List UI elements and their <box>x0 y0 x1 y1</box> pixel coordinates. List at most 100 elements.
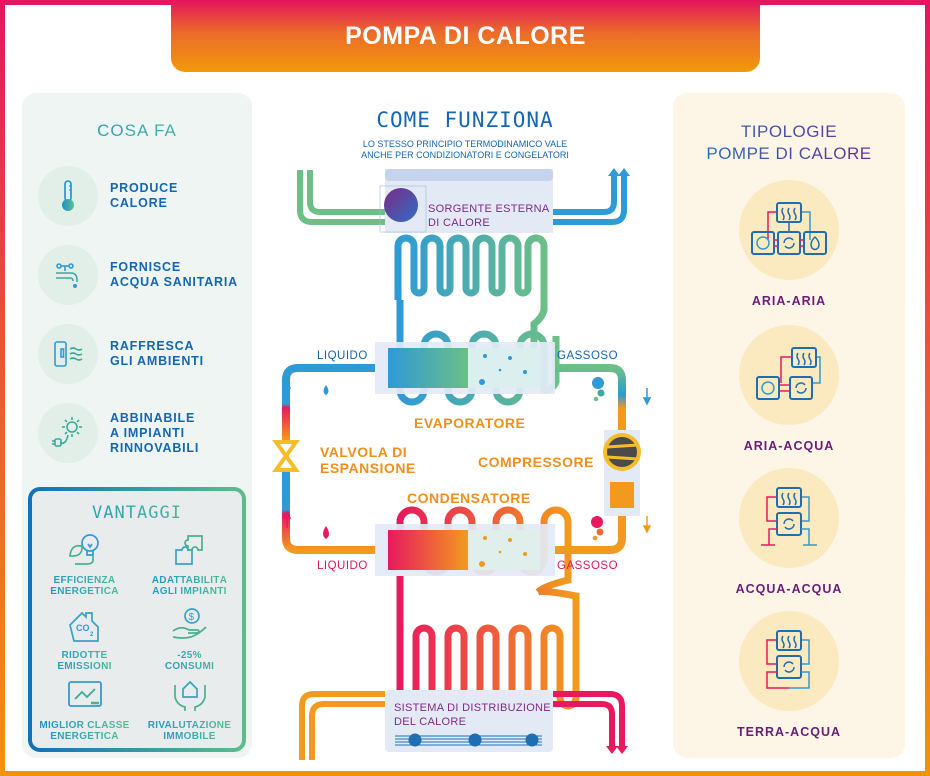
aria-aria-icon <box>739 180 839 280</box>
vantaggio-label: MIGLIOR CLASSE <box>39 720 130 731</box>
label-line: SISTEMA DI DISTRIBUZIONE <box>394 702 551 714</box>
coin-hand-icon: $ <box>137 604 242 646</box>
label-line: VALVOLA DI <box>320 444 408 460</box>
flow-arrow-down-icon <box>642 516 652 534</box>
gassoso-top-label: GASSOSO <box>557 350 619 362</box>
cosa-fa-title: COSA FA <box>22 121 252 141</box>
subtitle-line: LO STESSO PRINCIPIO TERMODINAMICO VALE <box>362 139 568 149</box>
feature-label: GLI AMBIENTI <box>110 354 204 368</box>
vantaggio-label: ENERGETICA <box>50 731 119 742</box>
air-cooling-icon <box>38 324 98 384</box>
feature-label: FORNISCE <box>110 260 181 274</box>
svg-text:$: $ <box>188 612 194 623</box>
type-name: ARIA-ARIA <box>751 294 827 308</box>
expansion-valve-icon <box>272 440 300 472</box>
title-line: TIPOLOGIE <box>740 122 838 141</box>
valvola-espansione-label: VALVOLA DI ESPANSIONE <box>320 444 416 476</box>
vantaggio-label: CONSUMI <box>164 661 215 672</box>
vantaggio-label: ADATTABILITÀ <box>151 575 228 586</box>
vantaggio-label: RIVALUTAZIONE <box>147 720 232 731</box>
vantaggio-label: AGLI IMPIANTI <box>152 586 227 597</box>
compressore-label: COMPRESSORE <box>478 454 594 470</box>
distribution-inlet-pipe <box>299 691 385 760</box>
distribution-label: SISTEMA DI DISTRIBUZIONE DEL CALORE <box>394 701 551 729</box>
heat-source-globe-icon <box>379 185 427 233</box>
flow-arrow-up-icon <box>282 510 292 528</box>
page-title: POMPA DI CALORE <box>345 21 586 50</box>
flow-arrow-down-icon <box>642 388 652 406</box>
tipologie-title: TIPOLOGIE POMPE DI CALORE <box>673 121 905 165</box>
gas-bubble-icon <box>592 377 604 389</box>
tipologie-panel: TIPOLOGIE POMPE DI CALORE ARIA-ARIA <box>673 93 905 758</box>
feature-label: CALORE <box>110 196 168 210</box>
type-terra-acqua: TERRA-ACQUA <box>673 611 905 739</box>
gas-bubble-icon <box>591 516 603 528</box>
label-line: DI CALORE <box>428 217 490 229</box>
condensatore-label: CONDENSATORE <box>407 490 531 506</box>
evaporatore-label: EVAPORATORE <box>414 415 526 431</box>
vantaggio-label: EMISSIONI <box>57 661 112 672</box>
feature-label: RAFFRESCA <box>110 339 195 353</box>
leaf-bulb-icon <box>32 529 137 571</box>
distribution-outlet-pipe <box>553 691 625 746</box>
puzzle-icon <box>137 529 242 571</box>
label-line: DEL CALORE <box>394 716 467 728</box>
type-name: ACQUA-ACQUA <box>735 582 843 596</box>
feature-label: RINNOVABILI <box>110 440 200 455</box>
svg-text:CO: CO <box>76 623 90 633</box>
type-name: TERRA-ACQUA <box>736 725 842 739</box>
come-funziona-title: COME FUNZIONA <box>376 108 554 132</box>
feature-label: A IMPIANTI <box>110 425 185 440</box>
faucet-icon <box>38 245 98 305</box>
arrow-down-icon <box>606 746 618 754</box>
liquid-drop-icon <box>323 385 329 395</box>
source-outlet-pipe <box>553 176 627 225</box>
compressor-icon <box>603 430 641 516</box>
title-line: POMPE DI CALORE <box>706 144 872 163</box>
solar-plug-icon <box>38 403 98 463</box>
feature-label: ABBINABILE <box>110 410 196 425</box>
heat-pump-cycle-diagram <box>272 168 652 760</box>
type-acqua-acqua: ACQUA-ACQUA <box>673 468 905 596</box>
arrow-up-icon <box>608 168 620 176</box>
type-aria-acqua: ARIA-ACQUA <box>673 325 905 453</box>
vantaggio-label: IMMOBILE <box>163 731 216 742</box>
liquid-drop-icon <box>323 526 329 539</box>
feature-label: PRODUCE <box>110 181 179 195</box>
header-banner: POMPA DI CALORE <box>171 0 760 72</box>
aria-acqua-icon <box>739 325 839 425</box>
gas-pipe-right <box>555 515 626 554</box>
vantaggio-label: EFFICIENZA <box>53 575 116 586</box>
heat-source-label: SORGENTE ESTERNA DI CALORE <box>428 202 550 230</box>
label-line: ESPANSIONE <box>320 460 416 476</box>
label-line: SORGENTE ESTERNA <box>428 203 550 215</box>
source-inlet-pipe <box>297 170 385 225</box>
acqua-acqua-icon <box>739 468 839 568</box>
vantaggio-label: ENERGETICA <box>50 586 119 597</box>
type-aria-aria: ARIA-ARIA <box>673 180 905 308</box>
liquido-top-label: LIQUIDO <box>317 350 368 362</box>
terra-acqua-icon <box>739 611 839 711</box>
thermometer-icon <box>38 166 98 226</box>
vantaggi-title: VANTAGGI <box>32 503 242 523</box>
svg-text:2: 2 <box>90 632 94 638</box>
gassoso-bottom-label: GASSOSO <box>557 560 619 572</box>
radiator-pipes-icon <box>395 733 542 747</box>
hands-house-icon <box>137 674 242 716</box>
chart-screen-icon <box>32 674 137 716</box>
vantaggio-label: -25% <box>177 650 202 661</box>
vantaggio-consumi: $ -25%CONSUMI <box>137 604 242 672</box>
subtitle-line: ANCHE PER CONDIZIONATORI E CONGELATORI <box>361 150 569 160</box>
vantaggio-label: RIDOTTE <box>61 650 108 661</box>
liquid-pipe-left <box>282 364 375 440</box>
